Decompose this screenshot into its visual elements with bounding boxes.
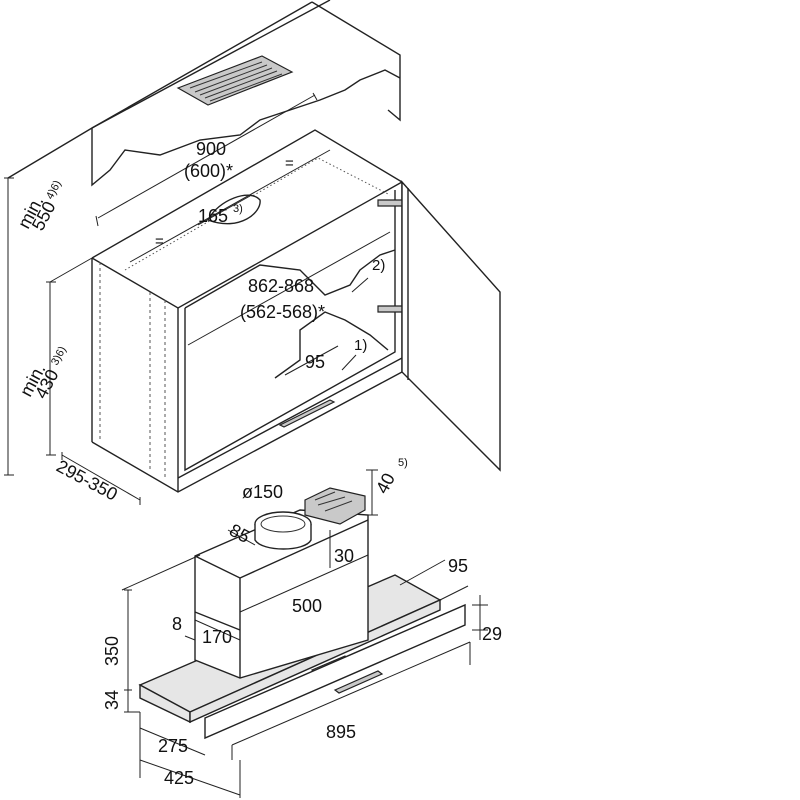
canopy-height-dimension: 34: [102, 690, 140, 713]
panel-height-label: 29: [482, 624, 502, 644]
vent-offset-note: 3): [233, 203, 243, 215]
chimney-width-dimension: 500: [239, 554, 369, 616]
duct-diameter-label: ø150: [242, 482, 283, 502]
equal-mark-left: =: [155, 233, 164, 250]
depth-dimension: 295-350: [53, 452, 141, 505]
inner-width-alt-label: (562-568)*: [240, 302, 325, 322]
duct-diameter-dimension: ø150: [242, 482, 283, 502]
front-depth-label: 95: [448, 556, 468, 576]
inner-depth-dimension: 275: [139, 712, 206, 756]
inner-depth-label: 275: [158, 736, 188, 756]
top-height-label: 40: [372, 470, 399, 497]
inner-width-dimension: 862-868 (562-568)*: [187, 231, 391, 346]
vent-offset-label: 165: [198, 206, 228, 226]
cutout-dimension: 95 1): [284, 337, 367, 376]
min-height-note: 4)6): [44, 179, 64, 202]
depth-label: 295-350: [53, 456, 121, 505]
callout-2-label: 2): [372, 257, 385, 274]
callout-1-label: 1): [354, 337, 367, 354]
total-height-dimension: 350: [102, 554, 201, 691]
panel-height-dimension: 29: [472, 595, 502, 644]
chimney-setback-dimension: 8: [172, 614, 196, 641]
canopy-height-label: 34: [102, 690, 122, 710]
total-depth-dimension: 425: [139, 752, 241, 798]
ceiling-slab: [7, 0, 401, 187]
chimney-setback-label: 8: [172, 614, 182, 634]
collar-label: 30: [334, 546, 354, 566]
ceiling-vent-grille: [176, 55, 294, 106]
inner-width-label: 862-868: [248, 276, 314, 296]
min-height-dimension: min. 550 4)6): [4, 177, 64, 476]
front-depth-dimension: 95: [399, 556, 469, 601]
chimney-depth-dimension: 170: [194, 619, 241, 647]
collar-dimension: 30: [329, 530, 354, 568]
clearance-dimension: min. 430 3)6): [16, 257, 93, 456]
cabinet-width-dimension: 900 (600)*: [95, 92, 318, 227]
cutout-label: 95: [305, 352, 325, 372]
wall-cabinet: [91, 129, 417, 493]
total-height-label: 350: [102, 636, 122, 666]
cabinet-width-label: 900: [196, 139, 226, 159]
chimney-width-label: 500: [292, 596, 322, 616]
total-depth-label: 425: [164, 768, 194, 788]
vent-offset-dimension: 165 3): [197, 195, 251, 226]
total-width-dimension: 895: [231, 641, 471, 760]
top-height-dimension: 40 5): [366, 457, 408, 516]
callout-2: 2): [351, 257, 385, 293]
clearance-note: 3)6): [49, 345, 69, 368]
cabinet-width-alt-label: (600)*: [184, 161, 233, 181]
equal-mark-right: =: [285, 155, 294, 172]
cabinet-door: [401, 180, 501, 472]
chimney-depth-label: 170: [202, 627, 232, 647]
equal-marks: = =: [129, 149, 331, 263]
total-width-label: 895: [326, 722, 356, 742]
top-height-note: 5): [398, 457, 408, 469]
